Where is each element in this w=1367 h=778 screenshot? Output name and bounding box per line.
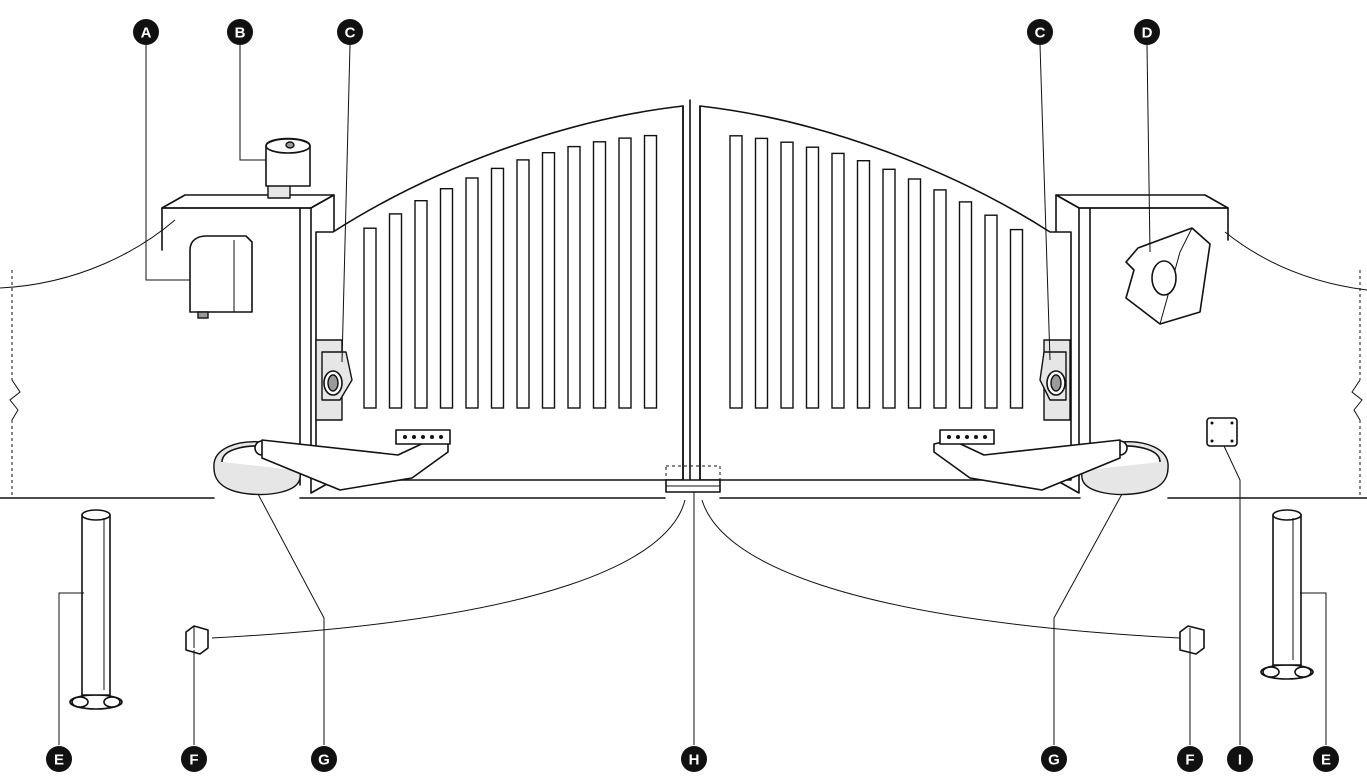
gate-bar	[618, 137, 632, 409]
bracket-bolt	[439, 435, 443, 439]
svg-text:C: C	[345, 25, 356, 42]
bracket-bolt	[983, 435, 987, 439]
svg-text:D: D	[1142, 25, 1153, 42]
gate-bar	[388, 213, 403, 409]
ground-stop	[665, 465, 721, 493]
bracket-bolt	[947, 435, 951, 439]
svg-text:H: H	[689, 752, 700, 769]
bracket-bolt	[956, 435, 960, 439]
boundary-curve-right	[1224, 231, 1367, 291]
svg-text:G: G	[318, 752, 330, 769]
swing-arc-left	[211, 499, 686, 639]
gate-bar	[754, 137, 769, 409]
gate-leaf-right	[699, 105, 1072, 481]
bracket-bolt	[430, 435, 434, 439]
flashing-light	[1125, 227, 1211, 325]
gate-bar	[780, 141, 794, 409]
gate-bar	[465, 177, 479, 409]
label-i: I	[1227, 746, 1253, 772]
gate-bar	[831, 152, 845, 409]
leader-lines	[58, 44, 1327, 745]
label-d: D	[1134, 19, 1160, 45]
svg-text:E: E	[54, 752, 64, 769]
gate-bar	[516, 159, 530, 409]
opening-stop-right	[1179, 625, 1205, 655]
gate-bar	[567, 145, 581, 409]
svg-text:I: I	[1238, 752, 1242, 769]
boundary-curve-left	[0, 219, 176, 289]
gate-bar	[541, 151, 556, 409]
gate-bar	[643, 134, 658, 409]
gate-bar	[363, 227, 377, 409]
svg-text:C: C	[1035, 25, 1046, 42]
gate-bar	[907, 178, 922, 409]
label-f-right: F	[1177, 746, 1203, 772]
column-post-left	[69, 509, 123, 710]
label-c-right: C	[1027, 19, 1053, 45]
bracket-bolt	[421, 435, 425, 439]
gate-bar	[933, 189, 947, 409]
photocell-right	[1039, 351, 1067, 401]
bracket-bolt	[403, 435, 407, 439]
bracket-bolt	[965, 435, 969, 439]
bracket-bolt	[974, 435, 978, 439]
gate-bar	[592, 141, 607, 409]
gearmotor-left	[213, 429, 451, 496]
label-h: H	[681, 746, 707, 772]
gate-bar	[414, 199, 428, 409]
label-f-left: F	[181, 746, 207, 772]
svg-text:B: B	[235, 25, 246, 42]
label-g-right: G	[1041, 746, 1067, 772]
label-g-left: G	[311, 746, 337, 772]
label-e-right: E	[1313, 746, 1339, 772]
gate-bar	[856, 159, 871, 409]
opening-stop-left	[185, 625, 209, 655]
svg-text:A: A	[141, 25, 152, 42]
swing-arc-right	[701, 499, 1181, 639]
gate-bar	[439, 187, 454, 409]
svg-text:F: F	[1185, 752, 1194, 769]
gearmotor-right	[933, 429, 1169, 496]
bracket-bolt	[412, 435, 416, 439]
svg-text:G: G	[1048, 752, 1060, 769]
svg-text:E: E	[1321, 752, 1331, 769]
key-selector	[265, 137, 311, 199]
label-c-left: C	[337, 19, 363, 45]
label-a: A	[133, 19, 159, 45]
gate-bar	[882, 168, 896, 409]
gate-bar	[1009, 228, 1024, 409]
gate-bar	[958, 201, 973, 409]
column-post-right	[1260, 509, 1314, 680]
svg-text:F: F	[189, 752, 198, 769]
receiver-plate	[1206, 417, 1238, 447]
gate-bar	[984, 214, 998, 409]
label-e-left: E	[46, 746, 72, 772]
control-unit	[189, 235, 253, 319]
label-b: B	[227, 19, 253, 45]
gate-leaf-left	[315, 105, 684, 481]
gate-bar	[490, 167, 505, 409]
gate-bar	[805, 146, 820, 409]
gate-bar	[729, 135, 743, 409]
ground	[0, 270, 1367, 499]
